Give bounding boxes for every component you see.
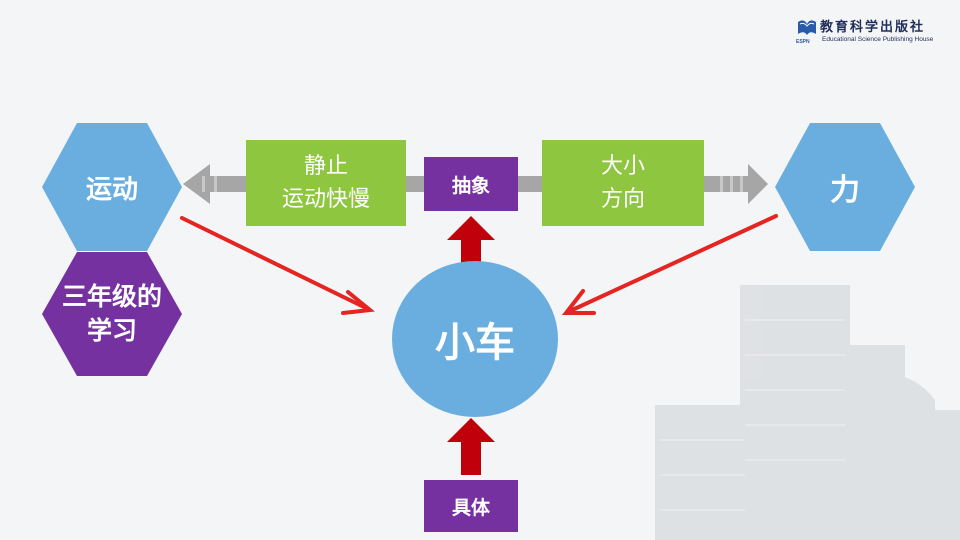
grade3-label-line1: 三年级的 bbox=[61, 282, 162, 311]
publisher-abbr: ESPN bbox=[796, 39, 810, 45]
cart-label: 小车 bbox=[435, 320, 515, 366]
red-arrow-from-force bbox=[561, 214, 778, 315]
gray-arrow-left bbox=[183, 164, 424, 204]
red-arrow-from-motion bbox=[180, 216, 375, 315]
publisher-name-en: Educational Science Publishing House bbox=[822, 36, 934, 43]
book-icon bbox=[798, 20, 816, 35]
abstract-box: 抽象 bbox=[424, 157, 518, 211]
abstract-label: 抽象 bbox=[451, 174, 490, 197]
publisher-logo: ESPN 教育科学出版社 Educational Science Publish… bbox=[796, 14, 946, 48]
force-prop-direction: 方向 bbox=[600, 187, 645, 212]
motion-prop-speed: 运动快慢 bbox=[281, 187, 370, 212]
motion-label: 运动 bbox=[85, 174, 138, 205]
concrete-box: 具体 bbox=[424, 480, 518, 532]
up-arrow-to-abstract bbox=[447, 216, 495, 266]
gray-arrow-right bbox=[518, 164, 768, 204]
up-arrow-from-concrete bbox=[447, 418, 495, 475]
motion-properties-box: 静止 运动快慢 bbox=[246, 140, 406, 226]
force-properties-box: 大小 方向 bbox=[542, 140, 704, 226]
building-watermark bbox=[655, 285, 960, 540]
force-label: 力 bbox=[830, 173, 860, 208]
concrete-label: 具体 bbox=[451, 496, 490, 519]
motion-prop-static: 静止 bbox=[303, 154, 348, 179]
publisher-name-cn: 教育科学出版社 bbox=[820, 20, 926, 35]
grade3-label-line2: 学习 bbox=[86, 316, 137, 345]
force-prop-size: 大小 bbox=[600, 154, 645, 179]
cart-node: 小车 bbox=[392, 261, 558, 417]
